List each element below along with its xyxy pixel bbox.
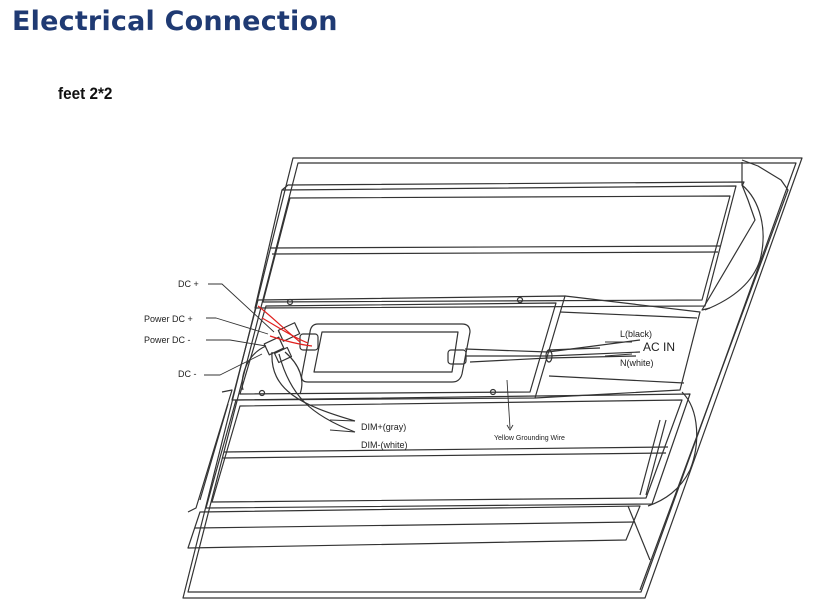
fixture-outer-frame: [182, 157, 803, 599]
page-title: Electrical Connection: [12, 6, 338, 37]
upper-lamp-strip: [254, 181, 745, 309]
leader-lines: [204, 283, 633, 433]
right-tray-section: [534, 295, 701, 399]
label-power-dc-minus: Power DC -: [144, 335, 191, 345]
bottom-panel: [187, 505, 651, 561]
led-driver-box: [299, 323, 471, 383]
label-n-white: N(white): [620, 358, 654, 368]
label-dc-plus: DC +: [178, 279, 199, 289]
label-yellow-grounding-wire: Yellow Grounding Wire: [494, 435, 565, 442]
label-dc-minus: DC -: [178, 369, 197, 379]
right-side-panel: [639, 159, 789, 591]
dc-connectors: [263, 322, 301, 364]
fixture-size-subtitle: feet 2*2: [58, 84, 113, 103]
label-dim-minus: DIM-(white): [361, 440, 408, 450]
label-dim-plus: DIM+(gray): [361, 422, 406, 432]
label-l-black: L(black): [620, 329, 652, 339]
ac-wires: [464, 339, 641, 363]
left-edge-bracket: [187, 389, 233, 513]
lower-lamp-strip: [205, 391, 698, 509]
red-dc-wires: [257, 305, 313, 347]
dim-wires: [241, 345, 356, 433]
label-power-dc-plus: Power DC +: [144, 314, 193, 324]
label-ac-in: AC IN: [643, 340, 675, 354]
